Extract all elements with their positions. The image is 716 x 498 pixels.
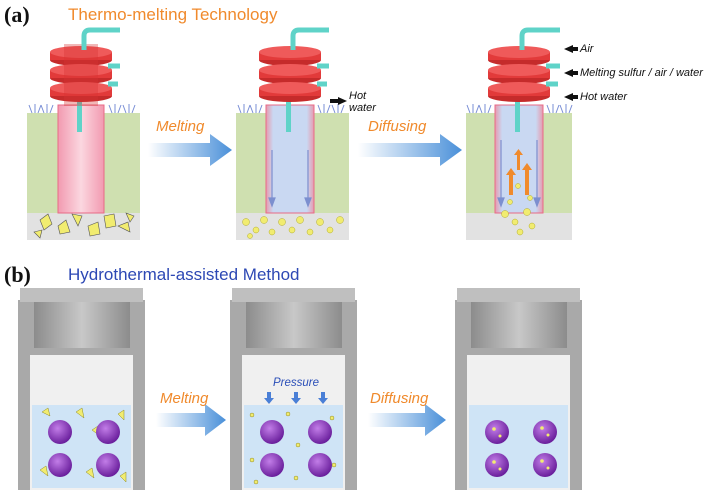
- vessel-lid: [471, 302, 567, 348]
- sulfur-droplets: [501, 183, 536, 236]
- vessel-cap-top: [457, 288, 580, 302]
- rising-arrows: [506, 149, 532, 195]
- melting-arrow: [156, 404, 226, 436]
- air-pipe: [81, 27, 120, 50]
- grass: [466, 104, 573, 114]
- autoclave-vessel-1: [18, 288, 145, 490]
- embedded-sulfur: [492, 426, 550, 471]
- panel-b: [18, 288, 582, 490]
- vessel-lid: [34, 302, 130, 348]
- hot-water-line-2: water: [349, 102, 376, 114]
- sulfur-layer: [236, 213, 349, 240]
- panel-a-title: Thermo-melting Technology: [68, 5, 278, 24]
- sulfur-droplets: [242, 216, 344, 239]
- well-stage-3: [466, 27, 578, 240]
- grass: [237, 104, 345, 114]
- panel-b-diffusing-label: Diffusing: [370, 390, 429, 407]
- side-pipe: [108, 63, 120, 87]
- side-pipe: [317, 63, 329, 87]
- sulfur-droplets: [249, 411, 337, 485]
- panel-a-melting-label: Melting: [156, 118, 205, 135]
- sulfur-particles: [39, 407, 127, 483]
- flange-stack: [488, 46, 550, 102]
- autoclave-vessel-2: [230, 288, 357, 490]
- carbon-particles: [260, 420, 332, 477]
- melting-arrow: [148, 134, 232, 166]
- flange-stack: [50, 44, 112, 106]
- hot-water-line-1: Hot: [349, 90, 367, 102]
- carbon-particles: [485, 420, 557, 477]
- liquid: [32, 405, 131, 488]
- side-pipe: [546, 63, 560, 87]
- autoclave-vessel-3: [455, 288, 582, 490]
- flow-arrows: [497, 140, 541, 208]
- pointer-arrows: [564, 45, 578, 101]
- sulfur-layer: [466, 213, 572, 240]
- pressure-arrows: [264, 392, 328, 404]
- flow-arrows: [268, 150, 312, 208]
- carbon-particles: [48, 420, 120, 477]
- air-pipe: [290, 27, 329, 50]
- panel-a: [27, 27, 578, 240]
- pressure-label: Pressure: [273, 377, 320, 389]
- pipe-label-air: Air: [580, 43, 594, 55]
- vessel-cap-top: [20, 288, 143, 302]
- diffusing-arrow: [368, 404, 446, 436]
- hot-water-label: Hot water: [349, 90, 376, 114]
- air-pipe: [519, 27, 560, 50]
- liquid: [244, 405, 343, 488]
- diffusing-arrow: [358, 134, 462, 166]
- panel-a-letter: (a): [4, 2, 30, 27]
- vessel-lid: [246, 302, 342, 348]
- panel-b-letter: (b): [4, 262, 31, 287]
- grass: [28, 104, 136, 114]
- panel-a-diffusing-label: Diffusing: [368, 118, 427, 135]
- vessel-cap-top: [232, 288, 355, 302]
- sulfur-crystals: [33, 212, 135, 239]
- well-stage-1: [27, 27, 140, 240]
- panel-b-melting-label: Melting: [160, 390, 209, 407]
- pipe-label-melting-sulfur: Melting sulfur / air / water: [580, 67, 703, 79]
- panel-b-title: Hydrothermal-assisted Method: [68, 265, 300, 284]
- well-stage-2: [236, 27, 349, 240]
- hot-water-pointer-arrow: [330, 97, 347, 105]
- pipe-label-hot-water: Hot water: [580, 91, 628, 103]
- flange-stack: [259, 46, 321, 102]
- liquid: [469, 405, 568, 488]
